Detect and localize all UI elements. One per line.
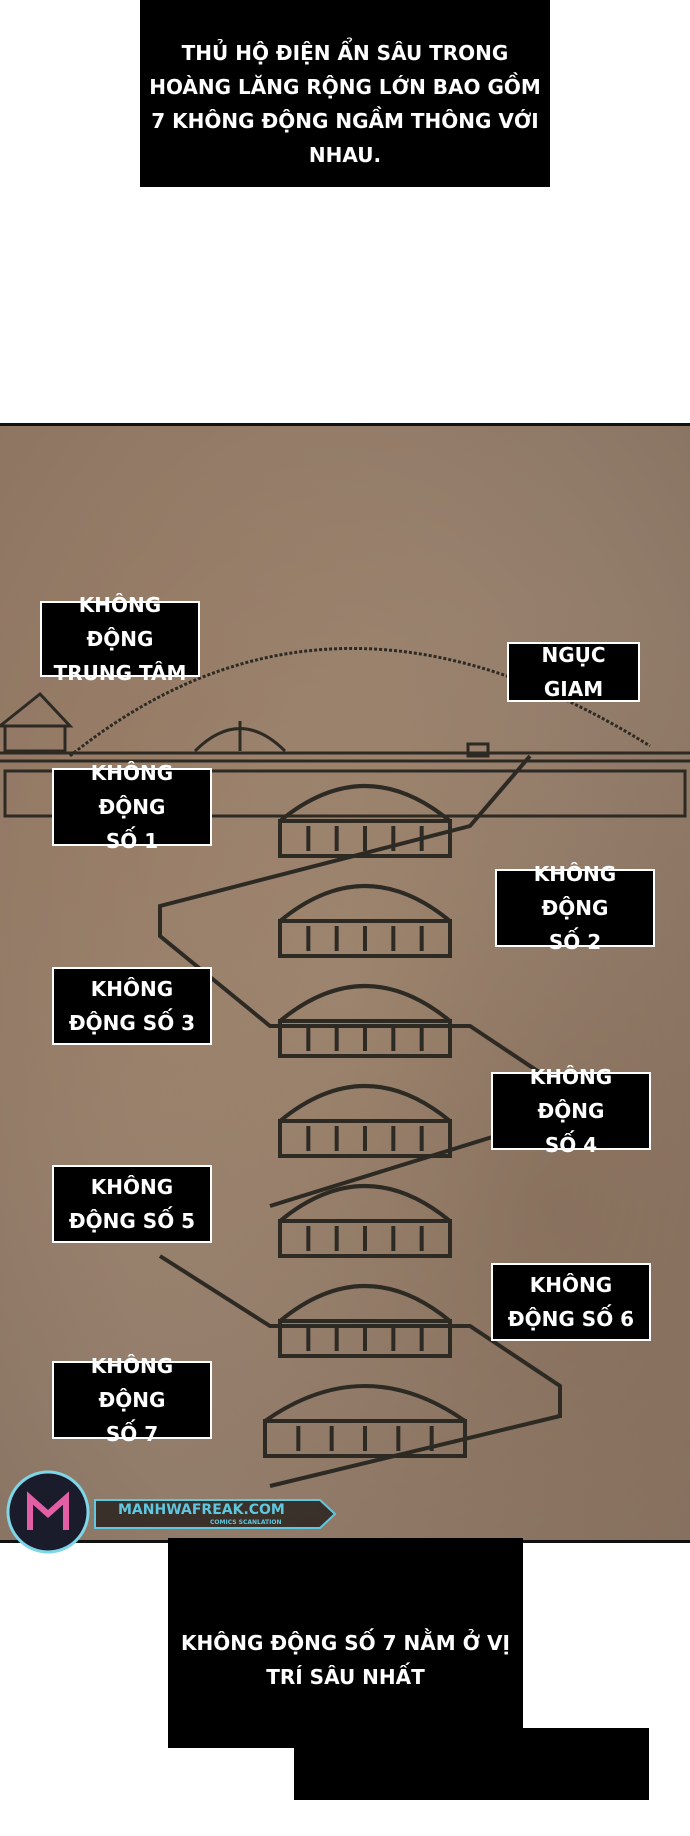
label-cave-3-text: KHÔNG ĐỘNG SỐ 3 — [68, 977, 196, 1035]
label-cave-5: KHÔNG ĐỘNG SỐ 5 — [52, 1165, 212, 1243]
watermark-tagline: COMICS SCANLATION — [210, 1519, 282, 1526]
bottom-caption-text-1: KHÔNG ĐỘNG SỐ 7 NẰM Ở VỊ TRÍ SÂU NHẤT — [181, 1631, 510, 1689]
label-cave-6: KHÔNG ĐỘNG SỐ 6 — [491, 1263, 651, 1341]
bottom-caption-box-1: KHÔNG ĐỘNG SỐ 7 NẰM Ở VỊ TRÍ SÂU NHẤT — [168, 1538, 523, 1748]
cave-structure-3 — [278, 984, 452, 1058]
top-caption-box: THỦ HỘ ĐIỆN ẨN SÂU TRONG HOÀNG LĂNG RỘNG… — [140, 0, 550, 187]
label-prison-text: NGỤC GIAM — [541, 643, 606, 701]
label-cave-2: KHÔNG ĐỘNG SỐ 2 — [495, 862, 655, 954]
label-prison: NGỤC GIAM — [507, 642, 640, 702]
label-cave-2-text: KHÔNG ĐỘNG SỐ 2 — [533, 862, 617, 954]
cave-structure-1 — [278, 784, 452, 858]
label-central-cave-text: KHÔNG ĐỘNG TRUNG TÂM — [53, 593, 187, 685]
label-cave-3: KHÔNG ĐỘNG SỐ 3 — [52, 967, 212, 1045]
label-cave-6-text: KHÔNG ĐỘNG SỐ 6 — [507, 1273, 635, 1331]
label-central-cave: KHÔNG ĐỘNG TRUNG TÂM — [40, 593, 200, 685]
label-cave-7-text: KHÔNG ĐỘNG SỐ 7 — [90, 1354, 174, 1446]
label-cave-1: KHÔNG ĐỘNG SỐ 1 — [52, 761, 212, 853]
cave-structure-5 — [278, 1184, 452, 1258]
label-cave-7: KHÔNG ĐỘNG SỐ 7 — [52, 1354, 212, 1446]
cave-structure-4 — [278, 1084, 452, 1158]
watermark-site: MANHWAFREAK.COM — [118, 1502, 285, 1518]
map-panel: KHÔNG ĐỘNG TRUNG TÂM NGỤC GIAM KHÔNG ĐỘN… — [0, 423, 690, 1543]
cave-structure-6 — [278, 1284, 452, 1358]
top-caption-text: THỦ HỘ ĐIỆN ẨN SÂU TRONG HOÀNG LĂNG RỘNG… — [149, 41, 541, 167]
cave-structure-7 — [263, 1384, 467, 1458]
watermark: MANHWAFREAK.COM COMICS SCANLATION — [0, 1462, 340, 1562]
bottom-caption-text-2: NGAY CẢ NHỮNG NGƯỜI ĐỨNG — [299, 1807, 644, 1831]
label-cave-5-text: KHÔNG ĐỘNG SỐ 5 — [68, 1175, 196, 1233]
watermark-logo-icon — [6, 1470, 337, 1554]
label-cave-4: KHÔNG ĐỘNG SỐ 4 — [491, 1065, 651, 1157]
label-cave-1-text: KHÔNG ĐỘNG SỐ 1 — [90, 761, 174, 853]
label-cave-4-text: KHÔNG ĐỘNG SỐ 4 — [529, 1065, 613, 1157]
underground-map-drawing — [0, 647, 690, 1488]
bottom-caption-box-2: NGAY CẢ NHỮNG NGƯỜI ĐỨNG — [294, 1728, 649, 1831]
cave-structure-2 — [278, 884, 452, 958]
